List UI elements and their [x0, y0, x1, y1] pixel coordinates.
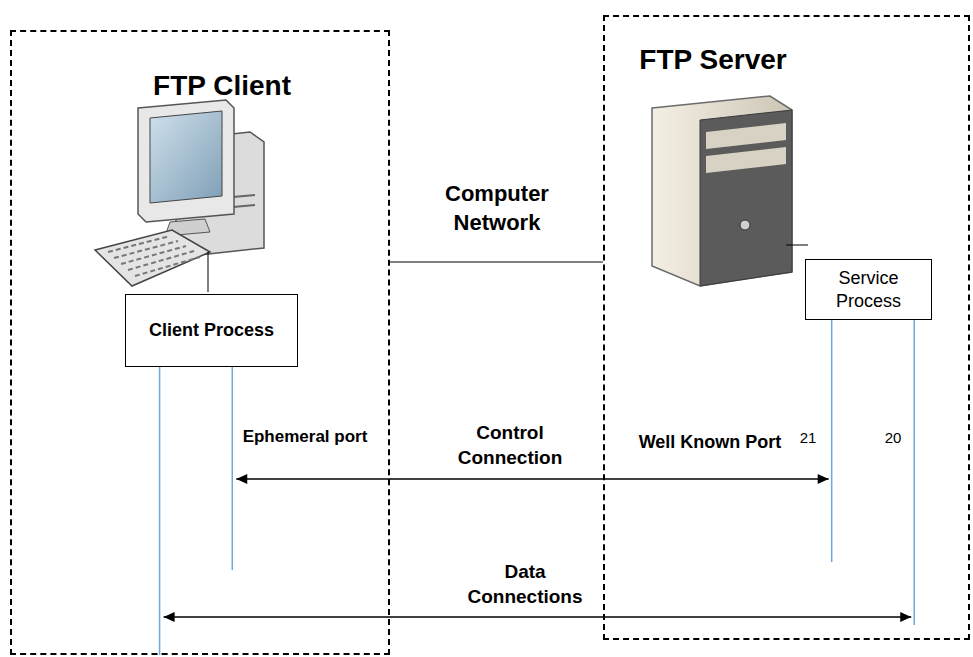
lifeline	[913, 617, 915, 625]
server-tower	[652, 96, 808, 286]
cable-line	[786, 245, 808, 246]
arrow-head	[164, 612, 175, 622]
server-body	[652, 96, 792, 286]
port-number: 20	[885, 428, 902, 448]
monitor-frame	[138, 100, 234, 222]
lifeline	[159, 367, 161, 617]
connection-arrow	[390, 262, 603, 263]
process-box: Client Process	[125, 294, 298, 367]
client-region: FTP ClientClient Process	[10, 30, 390, 655]
server-region: FTP ServerService Process	[603, 15, 970, 640]
arrow-head	[236, 474, 247, 484]
connection-line	[236, 478, 828, 479]
connection-label: Computer Network	[427, 180, 567, 237]
region-title: FTP Server	[639, 44, 786, 76]
port-number: 21	[800, 428, 817, 448]
server-front	[700, 110, 792, 286]
server-bay	[706, 123, 786, 149]
cable-line	[208, 252, 209, 292]
connection-line	[164, 616, 912, 617]
process-box: Service Process	[805, 259, 932, 320]
lifeline	[159, 617, 161, 655]
lifeline	[831, 479, 833, 562]
port-label: Well Known Port	[635, 431, 785, 454]
server-button	[740, 220, 750, 230]
connection-arrow	[232, 320, 831, 484]
process-label: Client Process	[149, 319, 274, 342]
network-line	[390, 262, 603, 263]
lifeline	[232, 367, 234, 479]
lifeline	[232, 479, 234, 570]
lifeline	[831, 320, 833, 479]
keyboard	[95, 230, 210, 286]
keyboard-keys	[108, 236, 200, 276]
lifeline	[913, 320, 915, 617]
server-bay	[706, 147, 786, 173]
region-title: FTP Client	[153, 70, 291, 102]
desktop-computer	[95, 100, 264, 292]
connection-label: Control Connection	[445, 421, 575, 470]
arrow-head	[818, 474, 829, 484]
process-label: Service Process	[812, 267, 925, 312]
monitor-screen	[150, 111, 222, 203]
connection-label: Data Connections	[453, 560, 598, 609]
port-label: Ephemeral port	[240, 426, 370, 448]
arrow-head	[900, 612, 911, 622]
